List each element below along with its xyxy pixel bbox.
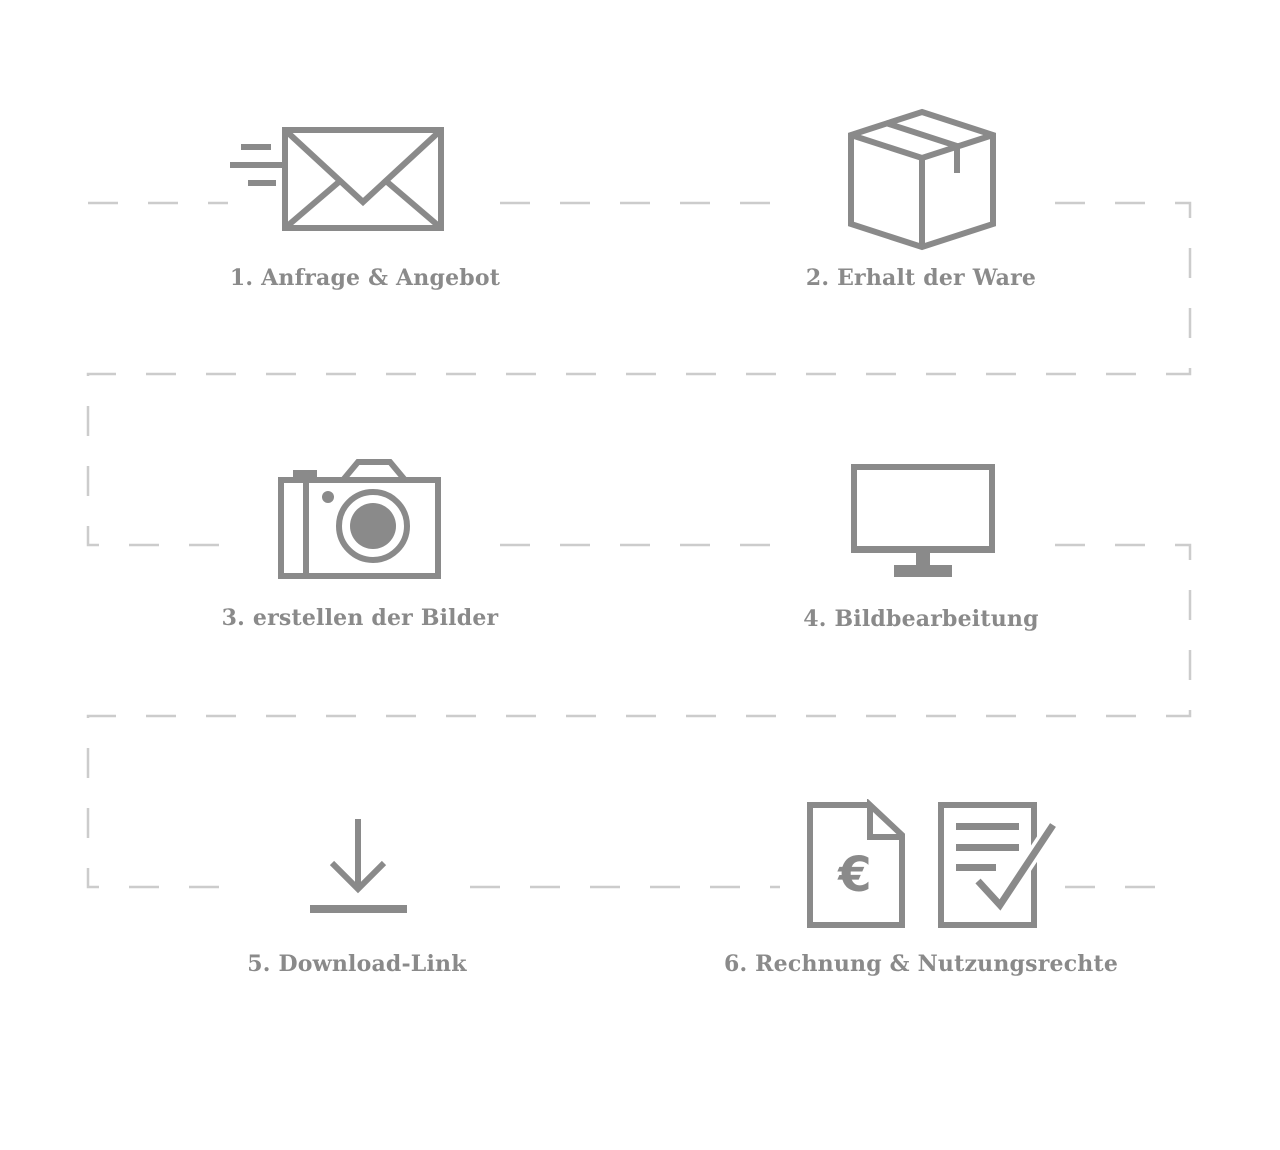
svg-text:€: € (837, 847, 871, 903)
step-4-label: 4. Bildbearbeitung (803, 606, 1039, 632)
step-5-label: 5. Download-Link (247, 951, 467, 977)
step-1-label: 1. Anfrage & Angebot (229, 265, 501, 291)
step-6-label: 6. Rechnung & Nutzungsrechte (723, 951, 1119, 977)
monitor-icon (851, 464, 995, 577)
step-3-label: 3. erstellen der Bilder (221, 605, 499, 631)
download-icon (310, 819, 407, 913)
envelope-icon (230, 127, 444, 231)
invoice-contract-icon: € (807, 799, 1059, 928)
camera-icon (278, 459, 441, 579)
step-2-label: 2. Erhalt der Ware (805, 265, 1037, 291)
box-icon (848, 108, 996, 251)
